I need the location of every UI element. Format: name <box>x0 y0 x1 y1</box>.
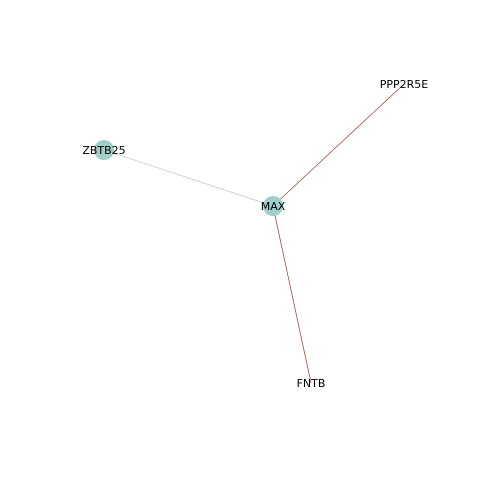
node-label-fntb: FNTB <box>297 377 326 390</box>
edge-layer <box>103 83 405 384</box>
node-layer <box>94 140 283 216</box>
node-label-zbtb25: ZBTB25 <box>82 144 125 157</box>
node-label-max: MAX <box>261 200 286 213</box>
edge-max-zbtb25 <box>103 149 274 207</box>
label-layer: MAX ZBTB25 PPP2R5E FNTB <box>82 78 428 390</box>
edge-max-fntb <box>272 205 312 384</box>
edge-max-ppp2r5e <box>272 83 405 207</box>
node-marker-max <box>263 196 283 216</box>
node-label-ppp2r5e: PPP2R5E <box>380 78 429 91</box>
node-marker-zbtb25 <box>94 140 114 160</box>
